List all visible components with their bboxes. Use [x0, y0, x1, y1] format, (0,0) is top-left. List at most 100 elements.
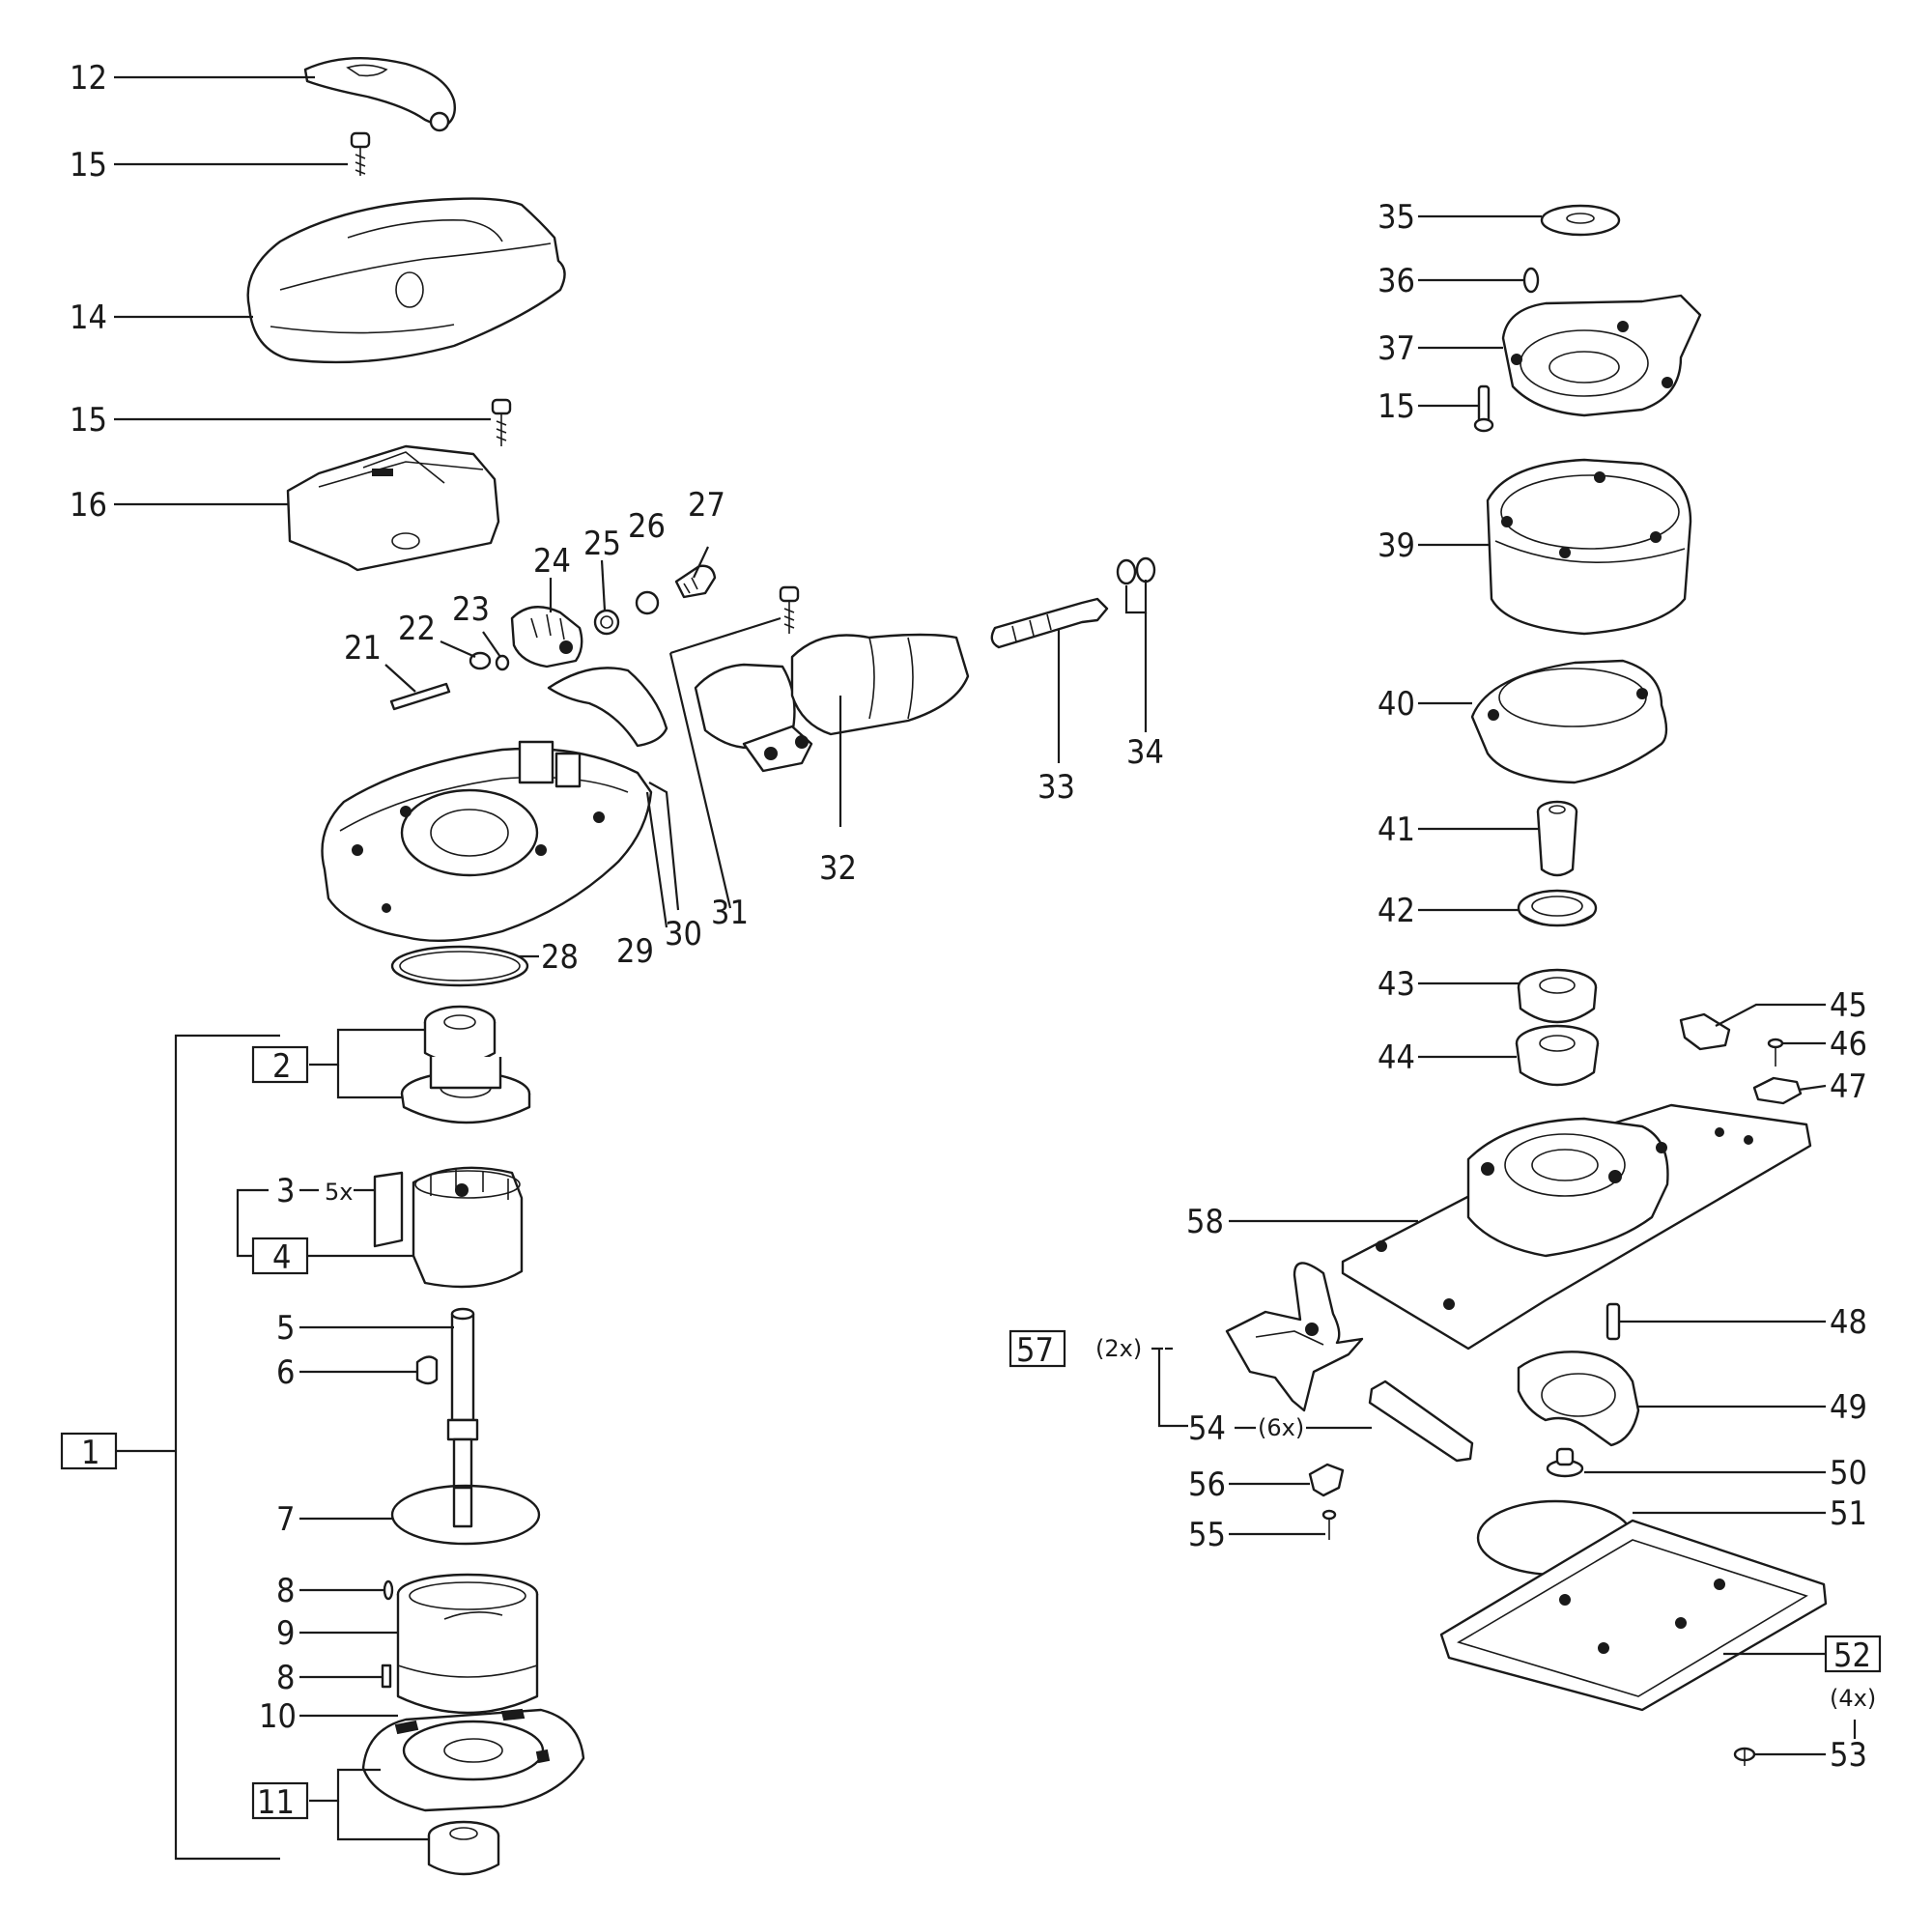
label-42: 42	[1378, 892, 1415, 930]
label-44: 44	[1378, 1038, 1415, 1077]
part-3-vane	[373, 1171, 404, 1248]
part-42-ring	[1517, 889, 1598, 927]
label-15-middle: 15	[70, 401, 107, 440]
part-8-pin-top	[383, 1579, 394, 1601]
part-37-upper-housing	[1501, 294, 1702, 417]
part-9-cylinder	[396, 1573, 539, 1715]
label-36: 36	[1378, 262, 1415, 300]
part-44-bearing	[1515, 1024, 1600, 1087]
part-15-screw-right	[1473, 384, 1494, 433]
label-34: 34	[1126, 733, 1164, 772]
label-58: 58	[1186, 1203, 1224, 1241]
label-4: 4	[272, 1238, 291, 1277]
leader-lines	[114, 75, 1857, 1861]
part-2-bearing-set	[400, 1005, 531, 1124]
label-1: 1	[81, 1434, 99, 1472]
label-16: 16	[70, 486, 107, 525]
label-6: 6	[276, 1353, 295, 1392]
part-26-plug	[635, 590, 660, 615]
label-5: 5	[276, 1309, 295, 1348]
label-55: 55	[1188, 1516, 1226, 1554]
part-28-o-ring	[390, 945, 529, 987]
label-49: 49	[1830, 1388, 1867, 1427]
part-12-cover-cap	[303, 57, 456, 132]
label-26: 26	[628, 507, 666, 546]
part-45-clip	[1679, 1012, 1731, 1051]
label-33: 33	[1037, 768, 1075, 807]
part-30-shroud	[547, 667, 668, 748]
label-8-top: 8	[276, 1572, 295, 1610]
part-25-bushing	[593, 609, 620, 636]
part-46-screw	[1767, 1038, 1784, 1067]
part-33-shaft	[990, 597, 1109, 649]
label-52-qty: (4x)	[1830, 1685, 1876, 1712]
part-36-plug	[1522, 267, 1540, 294]
label-28: 28	[541, 938, 579, 977]
label-21: 21	[344, 629, 382, 668]
label-10: 10	[259, 1697, 297, 1736]
part-15-screw-middle	[491, 398, 512, 446]
label-48: 48	[1830, 1303, 1867, 1342]
label-11: 11	[257, 1783, 295, 1822]
label-50: 50	[1830, 1454, 1867, 1493]
part-41-nut	[1536, 800, 1578, 877]
part-6-key	[415, 1355, 439, 1385]
part-58-sanding-base	[1341, 1103, 1812, 1351]
label-35: 35	[1378, 198, 1415, 237]
label-24: 24	[533, 542, 571, 581]
part-7-disc	[390, 1484, 541, 1546]
part-8-pin-side	[381, 1664, 392, 1689]
boxed-label-frames	[60, 1045, 1882, 1820]
label-27: 27	[688, 486, 725, 525]
label-37: 37	[1378, 329, 1415, 368]
label-57-qty: (2x)	[1095, 1335, 1142, 1362]
label-2: 2	[272, 1047, 291, 1086]
part-10-bearing-plate	[361, 1708, 585, 1812]
part-24-gear	[510, 606, 583, 669]
label-51: 51	[1830, 1494, 1867, 1533]
label-23: 23	[452, 590, 490, 629]
label-39: 39	[1378, 526, 1415, 565]
label-46: 46	[1830, 1025, 1867, 1064]
label-14: 14	[70, 299, 107, 337]
part-16-cover-insert	[286, 444, 500, 572]
label-7: 7	[276, 1500, 295, 1539]
part-53-screw	[1733, 1747, 1756, 1766]
part-4-rotor	[412, 1166, 524, 1289]
label-32: 32	[819, 849, 857, 888]
part-54-strip	[1368, 1380, 1474, 1463]
label-57: 57	[1016, 1331, 1054, 1370]
part-48-clamp-pin	[1605, 1302, 1621, 1341]
label-43: 43	[1378, 965, 1415, 1004]
label-22: 22	[398, 610, 436, 648]
label-52: 52	[1833, 1636, 1871, 1675]
part-52-pad-plate	[1439, 1519, 1828, 1712]
label-45: 45	[1830, 986, 1867, 1025]
part-40-bearing-housing	[1470, 659, 1668, 784]
label-12: 12	[70, 59, 107, 98]
label-30: 30	[665, 915, 702, 953]
label-41: 41	[1378, 811, 1415, 849]
label-3-qty: 5x	[325, 1179, 353, 1206]
part-23-washer	[495, 654, 510, 671]
part-56-clamp	[1308, 1463, 1345, 1497]
part-34-washers	[1116, 556, 1156, 585]
label-31: 31	[711, 894, 749, 932]
label-9: 9	[276, 1614, 295, 1653]
part-47-clip	[1752, 1076, 1803, 1105]
part-55-screw	[1321, 1509, 1337, 1540]
label-3: 3	[276, 1172, 295, 1210]
label-40: 40	[1378, 685, 1415, 724]
part-11-bearing	[427, 1820, 500, 1876]
label-56: 56	[1188, 1465, 1226, 1504]
part-32-motor-carrier	[694, 633, 970, 773]
part-49-dust-shroud	[1517, 1351, 1640, 1447]
label-47: 47	[1830, 1067, 1867, 1106]
label-54-qty: (6x)	[1258, 1414, 1304, 1441]
part-39-motor-cover	[1486, 458, 1692, 636]
label-15-top: 15	[70, 146, 107, 185]
label-53: 53	[1830, 1736, 1867, 1775]
label-54: 54	[1188, 1409, 1226, 1448]
part-21-pin	[389, 682, 451, 711]
